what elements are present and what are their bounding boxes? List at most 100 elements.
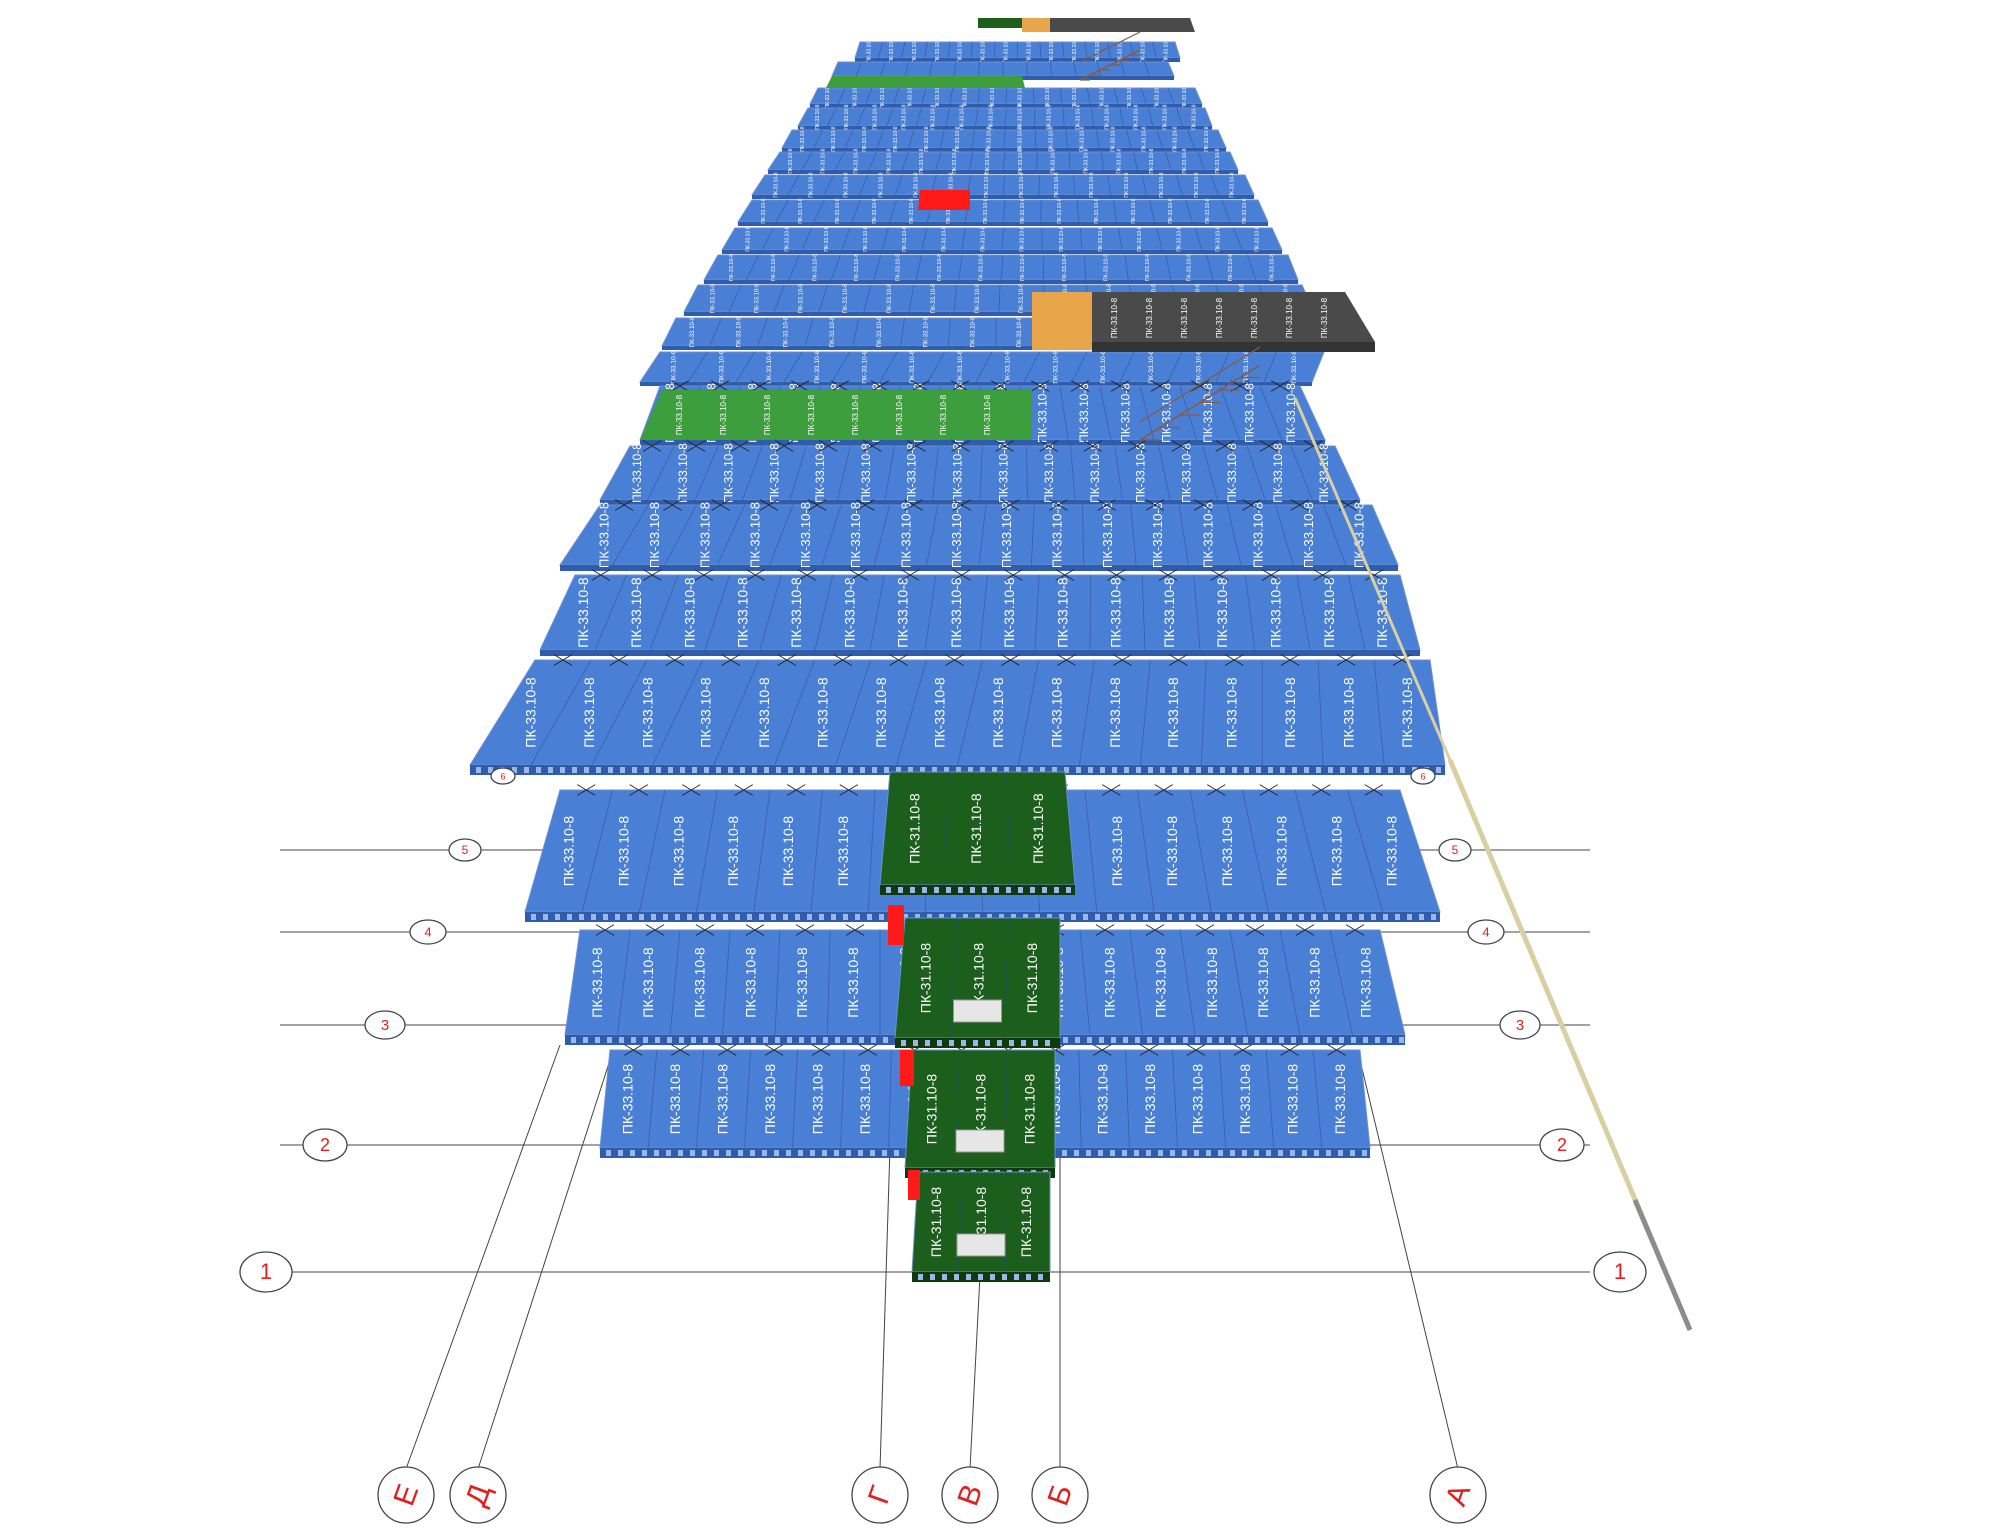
grey-slab: [1092, 292, 1375, 350]
row-axis-bubble-right-1-label: 1: [1614, 1259, 1626, 1284]
core-hole: [910, 887, 915, 893]
panel-joint: [856, 107, 866, 127]
core-hole: [1086, 1150, 1091, 1156]
panel-joint: [1076, 199, 1080, 223]
slab-mark-label: ПК-33.10-8: [854, 254, 860, 282]
core-hole: [859, 1037, 864, 1043]
core-hole: [607, 1037, 612, 1043]
slab-mark-label: ПК-31.10-8: [1024, 943, 1040, 1014]
slab-mark-label: ПК-33.10-8: [667, 1064, 683, 1135]
panel-joint: [1275, 504, 1294, 566]
core-hole: [1387, 1037, 1392, 1043]
slab-mark-label: ПК-33.10-8: [714, 1064, 730, 1135]
core-hole: [771, 914, 776, 920]
panel-joint: [530, 659, 592, 766]
panel-joint: [1347, 789, 1384, 913]
grey-slab-edge: [1092, 342, 1375, 352]
core-hole: [978, 1274, 983, 1280]
panel-joint: [971, 129, 975, 149]
core-hole: [726, 1150, 731, 1156]
core-hole: [595, 1037, 600, 1043]
core-hole: [1047, 914, 1052, 920]
slab-mark-label: ПК-33.10-8: [815, 104, 821, 129]
red-block: [900, 1050, 914, 1086]
slab-mark-label: ПК-33.10-8: [1251, 502, 1266, 568]
slab-mark-label: ПК-33.10-8: [955, 126, 961, 151]
column-axis-bubble-2: [851, 1466, 909, 1524]
stair-rail: [1139, 364, 1261, 441]
slab-mark-label: ПК-33.10-8: [718, 350, 725, 383]
slab-mark-label: ПК-33.10-8: [639, 677, 655, 748]
reinforcement-rod-far: [1293, 397, 1452, 761]
slab-mark-label: ПК-33.10-8: [1215, 297, 1224, 338]
panel-joint: [1001, 227, 1004, 251]
panel-joint: [591, 659, 648, 766]
slab-mark-label: ПК-33.10-8: [887, 283, 893, 314]
brace-cross: [745, 924, 765, 936]
panel-joint: [1172, 1049, 1178, 1149]
core-hole: [740, 767, 745, 773]
brace-cross: [790, 380, 810, 392]
slab-mark-label: ПК-33.10-8: [1285, 297, 1294, 338]
slab-mark-label: ПК-33.10-8: [1243, 383, 1257, 443]
brace-cross: [1049, 499, 1068, 511]
core-hole: [1076, 767, 1081, 773]
column-axis-bubble-1: [449, 1466, 507, 1524]
slab-mark-label: ПК-33.10-8: [899, 502, 914, 568]
panel-joint: [735, 351, 756, 383]
core-hole: [1018, 887, 1023, 893]
slab-mark-label: ПК-31.10-8: [907, 793, 923, 864]
core-hole: [1167, 914, 1172, 920]
slab-mark-label: ПК-33.10-8: [1284, 1064, 1300, 1135]
slab-mark-label: ПК-33.10-8: [1164, 816, 1180, 887]
core-hole: [727, 1037, 732, 1043]
panel-joint: [746, 254, 760, 281]
slab-mark-label: ПК-33.10-8: [990, 83, 996, 108]
slab-mark-label: ПК-33.10-8: [893, 126, 899, 151]
panel-joint: [978, 61, 980, 77]
panel-joint: [743, 1049, 752, 1149]
brace-cross: [889, 654, 908, 666]
core-hole: [1350, 1150, 1355, 1156]
panel-joint: [947, 317, 951, 347]
core-hole: [531, 914, 536, 920]
core-hole: [1155, 914, 1160, 920]
brace-cross: [1193, 499, 1213, 511]
core-hole: [1075, 1037, 1080, 1043]
brace-cross: [746, 569, 765, 581]
panel-joint: [1119, 107, 1124, 127]
panel-joint: [1033, 87, 1035, 105]
core-hole: [783, 914, 788, 920]
slab-mark-label: ПК-33.10-8: [771, 254, 777, 282]
core-hole: [1352, 767, 1357, 773]
brace-cross: [870, 380, 890, 392]
row-axis-bubble-left-2: [302, 1128, 348, 1162]
slab-mark-label: ПК-33.10-8: [1110, 297, 1119, 338]
core-hole: [1340, 767, 1345, 773]
brace-cross: [995, 440, 1014, 452]
core-hole: [1299, 914, 1304, 920]
brace-cross: [910, 380, 930, 392]
slab-mark-label: ПК-33.10-8: [1047, 104, 1053, 129]
panel-joint: [1189, 789, 1212, 913]
panel-joint: [1373, 659, 1385, 766]
slab-mark-label: ПК-33.10-8: [1153, 947, 1169, 1018]
slab-mark-label: ПК-33.10-8: [763, 394, 772, 435]
panel-joint: [993, 41, 996, 59]
brace-cross: [1171, 440, 1191, 452]
panel-joint: [612, 504, 649, 566]
panel-joint: [1084, 789, 1098, 913]
brace-cross: [1107, 569, 1126, 581]
slab-mark-label: ПК-33.10-8: [1101, 947, 1117, 1018]
slab-edge: [540, 650, 1420, 656]
panel-joint: [1158, 445, 1171, 501]
slab-mark-label: ПК-33.10-8: [794, 947, 810, 1018]
brace-cross: [839, 784, 858, 796]
slab-mark-label: ПК-33.10-8: [1088, 443, 1102, 503]
row-axis-bubble-right-3-label: 3: [1516, 1017, 1524, 1034]
slab-mark-label: ПК-33.10-8: [1051, 148, 1057, 173]
slab-mark-label: ПК-33.10-8: [1103, 254, 1109, 282]
row-axis-bubble-left-5-label: 5: [462, 843, 469, 857]
slab-mark-label: ПК-33.10-8: [951, 443, 965, 503]
